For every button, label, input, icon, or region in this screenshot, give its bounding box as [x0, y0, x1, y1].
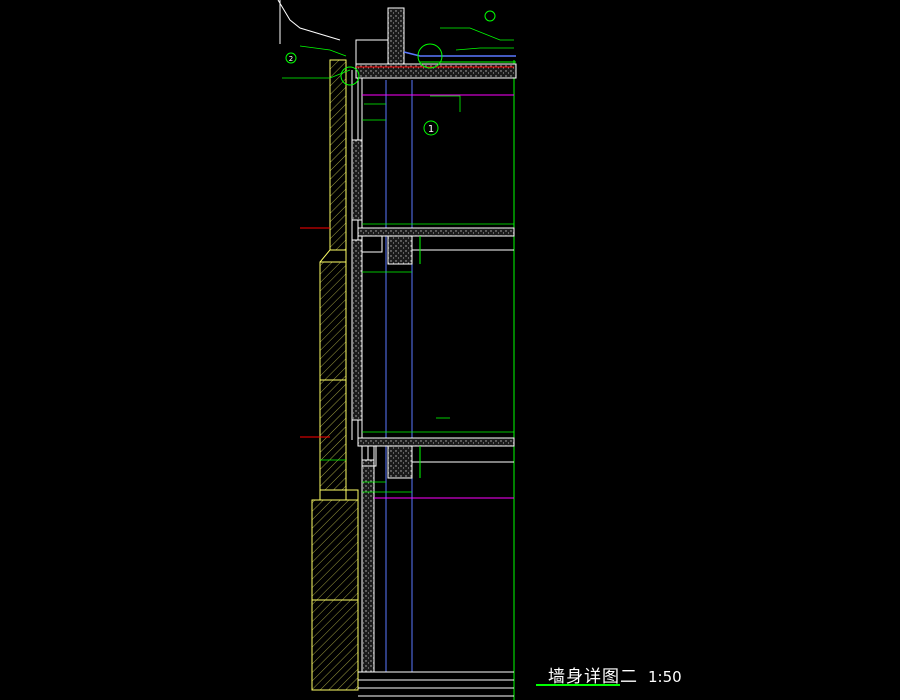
title-underline	[536, 684, 620, 686]
callout-1: 1	[423, 120, 439, 136]
dimension-lines	[282, 27, 514, 493]
inner-wall-layers	[351, 70, 375, 673]
drawing-title: 墙身详图二	[548, 667, 638, 687]
callout-1-label: 1	[428, 124, 434, 135]
drawing-title-block: 墙身详图二 1:50	[548, 662, 682, 687]
floor-slab-lower	[357, 437, 515, 479]
floor-slab-upper	[357, 227, 515, 265]
glazing-lines	[385, 60, 515, 700]
roof-detail	[277, 0, 517, 79]
drawing-scale: 1:50	[648, 668, 682, 686]
detail-circle	[340, 10, 496, 86]
exterior-wall	[311, 59, 359, 691]
callout-2-label: 2	[289, 55, 293, 63]
level-lines	[362, 94, 514, 499]
callout-2: 2	[285, 52, 297, 64]
ground-steps	[358, 671, 514, 697]
